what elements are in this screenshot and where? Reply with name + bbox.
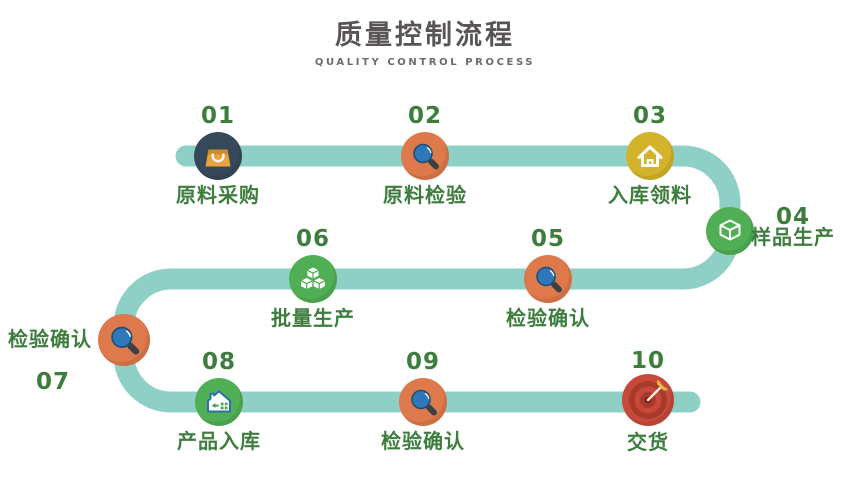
magnifier-icon [524, 255, 572, 303]
header: 质量控制流程 QUALITY CONTROL PROCESS [0, 0, 850, 68]
shopping-bag-icon [194, 132, 242, 180]
step-number: 02 [407, 103, 442, 129]
step-number: 08 [201, 349, 236, 375]
step-number: 03 [632, 103, 667, 129]
step-label: 入库领料 [608, 183, 692, 207]
step-01: 01 原料采购 [158, 104, 278, 206]
target-icon [622, 374, 674, 426]
step-number: 04 [775, 204, 810, 230]
step-number: 05 [530, 226, 565, 252]
step-label: 原料采购 [176, 183, 260, 207]
step-label: 原料检验 [383, 183, 467, 207]
magnifier-icon [98, 314, 150, 366]
step-label: 样品生产 [751, 225, 835, 249]
step-03: 03 入库领料 [590, 104, 710, 206]
step-06: 06 批量生产 [253, 227, 373, 329]
step-number: 06 [295, 226, 330, 252]
step-09: 09 检验确认 [363, 350, 483, 452]
cube-icon [706, 207, 754, 255]
step-08: 08 产品入库 [159, 350, 279, 452]
step-number: 01 [200, 103, 235, 129]
step-label: 检验确认 [8, 327, 92, 351]
step-label: 检验确认 [506, 306, 590, 330]
page-subtitle: QUALITY CONTROL PROCESS [314, 57, 536, 68]
magnifier-icon [399, 378, 447, 426]
step-02: 02 原料检验 [365, 104, 485, 206]
step-label: 交货 [627, 430, 669, 454]
step-label: 批量生产 [271, 306, 355, 330]
warehouse-icon [195, 378, 243, 426]
step-label: 产品入库 [177, 429, 261, 453]
step-05: 05 检验确认 [488, 227, 608, 329]
step-number: 07 [35, 369, 70, 395]
step-number: 10 [630, 348, 665, 374]
step-label: 检验确认 [381, 429, 465, 453]
page-title: 质量控制流程 [335, 20, 515, 51]
magnifier-icon [401, 132, 449, 180]
house-icon [626, 132, 674, 180]
step-number: 09 [405, 349, 440, 375]
cubes-icon [289, 255, 337, 303]
